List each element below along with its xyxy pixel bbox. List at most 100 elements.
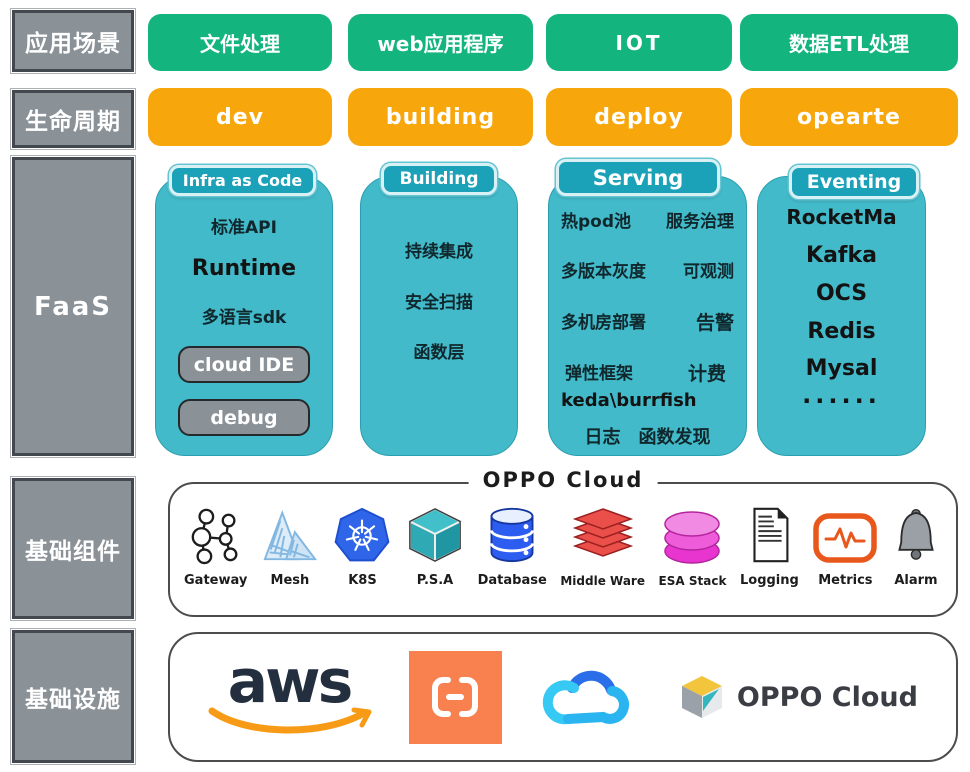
serving-row-last: 日志 函数发现 xyxy=(549,423,746,449)
component-database: Database xyxy=(478,505,547,588)
oppo-cube-icon xyxy=(681,676,722,718)
tab-serving: Serving xyxy=(556,159,720,196)
aws-logo-text: aws xyxy=(227,646,354,717)
eventing-item-rocketmq: RocketMa xyxy=(786,205,897,229)
eventing-item-ellipsis: ...... xyxy=(802,381,881,409)
eventing-item-ocs: OCS xyxy=(815,281,868,306)
row-label-scenarios: 应用场景 xyxy=(10,8,136,74)
row-label-lifecycle-text: 生命周期 xyxy=(25,109,121,135)
serving-item-alerting: 告警 xyxy=(695,312,734,334)
component-logging: Logging xyxy=(740,505,799,588)
tencent-cloud-logo xyxy=(536,654,644,740)
component-label: Logging xyxy=(739,573,799,588)
serving-row-2: 多版本灰度 可观测 xyxy=(549,257,746,282)
oppo-cloud-text: OPPO Cloud xyxy=(736,681,918,713)
gateway-icon xyxy=(187,507,245,569)
infra-item-standard-api: 标准API xyxy=(211,218,277,238)
serving-item-observability: 可观测 xyxy=(683,262,734,282)
alibaba-brackets-icon xyxy=(432,677,479,717)
faas-column-building: 持续集成 安全扫描 函数层 xyxy=(360,176,518,456)
eventing-item-redis: Redis xyxy=(807,319,876,344)
lifecycle-dev: dev xyxy=(148,88,332,146)
tab-infra-as-code: Infra as Code xyxy=(169,165,316,196)
component-esa-stack: ESA Stack xyxy=(658,508,727,588)
faas-column-infra-as-code: 标准API Runtime 多语言sdk cloud IDE debug xyxy=(155,176,333,456)
aws-swoosh-icon xyxy=(208,707,372,734)
component-label: Middle Ware xyxy=(560,574,645,588)
components-icon-row: Gateway Mesh xyxy=(170,484,956,588)
serving-item-keda-burrfish: keda\burrfish xyxy=(561,390,697,411)
building-item-ci: 持续集成 xyxy=(405,242,473,262)
serving-item-logs: 日志 xyxy=(584,427,621,448)
serving-item-service-governance: 服务治理 xyxy=(666,212,734,232)
oppo-cloud-logo: OPPO Cloud xyxy=(679,673,918,721)
components-box-title: OPPO Cloud xyxy=(468,468,658,492)
debug-button: debug xyxy=(178,399,310,436)
scenario-web-app: web应用程序 xyxy=(348,14,533,71)
psa-icon xyxy=(406,505,464,569)
row-label-infrastructure: 基础设施 xyxy=(10,628,136,765)
component-label: Database xyxy=(477,573,547,588)
component-alarm: Alarm xyxy=(892,507,940,588)
scenario-data-etl: 数据ETL处理 xyxy=(740,14,958,71)
infrastructure-logo-row: aws xyxy=(170,634,956,760)
serving-item-function-discovery: 函数发现 xyxy=(638,427,711,448)
components-box: OPPO Cloud Gateway xyxy=(168,468,958,617)
serving-item-billing: 计费 xyxy=(687,363,726,385)
component-label: P.S.A xyxy=(416,573,454,588)
serving-row-1: 热pod池 服务治理 xyxy=(549,207,746,232)
row-label-faas-text: FaaS xyxy=(33,291,113,322)
component-mesh: Mesh xyxy=(261,507,319,588)
component-middleware: Middle Ware xyxy=(560,508,645,588)
logging-icon xyxy=(744,505,794,569)
faas-column-serving: 热pod池 服务治理 多版本灰度 可观测 多机房部署 告警 弹性框架 计费 ke… xyxy=(548,176,747,456)
building-item-function-layer: 函数层 xyxy=(413,343,465,363)
component-label: ESA Stack xyxy=(658,574,727,588)
row-label-lifecycle: 生命周期 xyxy=(10,88,136,150)
row-label-faas: FaaS xyxy=(10,155,136,458)
esa-stack-icon xyxy=(661,508,723,570)
scenario-file-processing: 文件处理 xyxy=(148,14,332,71)
row-label-scenarios-text: 应用场景 xyxy=(25,31,121,57)
database-icon xyxy=(484,505,540,569)
component-gateway: Gateway xyxy=(184,507,247,588)
row-label-components: 基础组件 xyxy=(10,476,136,621)
infra-item-runtime: Runtime xyxy=(191,256,297,281)
row-label-infrastructure-text: 基础设施 xyxy=(25,686,121,713)
row-label-components-text: 基础组件 xyxy=(25,538,121,565)
serving-item-multi-version-gray: 多版本灰度 xyxy=(561,262,646,282)
component-label: Metrics xyxy=(818,573,873,588)
infrastructure-box: aws xyxy=(168,632,958,762)
component-k8s: K8S xyxy=(332,507,392,588)
component-psa: P.S.A xyxy=(406,505,464,588)
infra-item-multilang-sdk: 多语言sdk xyxy=(201,308,287,328)
tab-building: Building xyxy=(381,163,497,195)
scenario-iot: IOT xyxy=(546,14,732,71)
serving-row-3: 多机房部署 告警 xyxy=(549,308,746,335)
alibaba-cloud-logo xyxy=(408,650,502,744)
faas-column-eventing: RocketMa Kafka OCS Redis Mysal ...... xyxy=(757,176,926,456)
eventing-item-kafka: Kafka xyxy=(806,243,877,268)
lifecycle-building: building xyxy=(348,88,533,146)
mesh-icon xyxy=(261,507,319,569)
serving-item-elastic-framework: 弹性框架 xyxy=(565,364,633,384)
component-label: K8S xyxy=(348,573,377,588)
component-metrics: Metrics xyxy=(812,511,878,588)
middleware-icon xyxy=(572,508,634,570)
alarm-icon xyxy=(892,507,940,569)
component-label: Alarm xyxy=(894,573,938,588)
lifecycle-deploy: deploy xyxy=(546,88,732,146)
cloud-ide-button: cloud IDE xyxy=(178,346,310,383)
component-label: Gateway xyxy=(184,573,248,588)
eventing-item-mysql: Mysal xyxy=(805,356,878,381)
metrics-icon xyxy=(812,511,878,569)
component-label: Mesh xyxy=(270,573,310,588)
serving-item-hot-pod-pool: 热pod池 xyxy=(561,212,632,232)
serving-row-4: 弹性框架 计费 xyxy=(549,359,746,386)
aws-logo: aws xyxy=(204,646,374,736)
tab-eventing: Eventing xyxy=(789,165,919,199)
lifecycle-operate: opearte xyxy=(740,88,958,146)
k8s-icon xyxy=(332,507,392,569)
serving-item-multi-idc-deploy: 多机房部署 xyxy=(561,313,646,333)
